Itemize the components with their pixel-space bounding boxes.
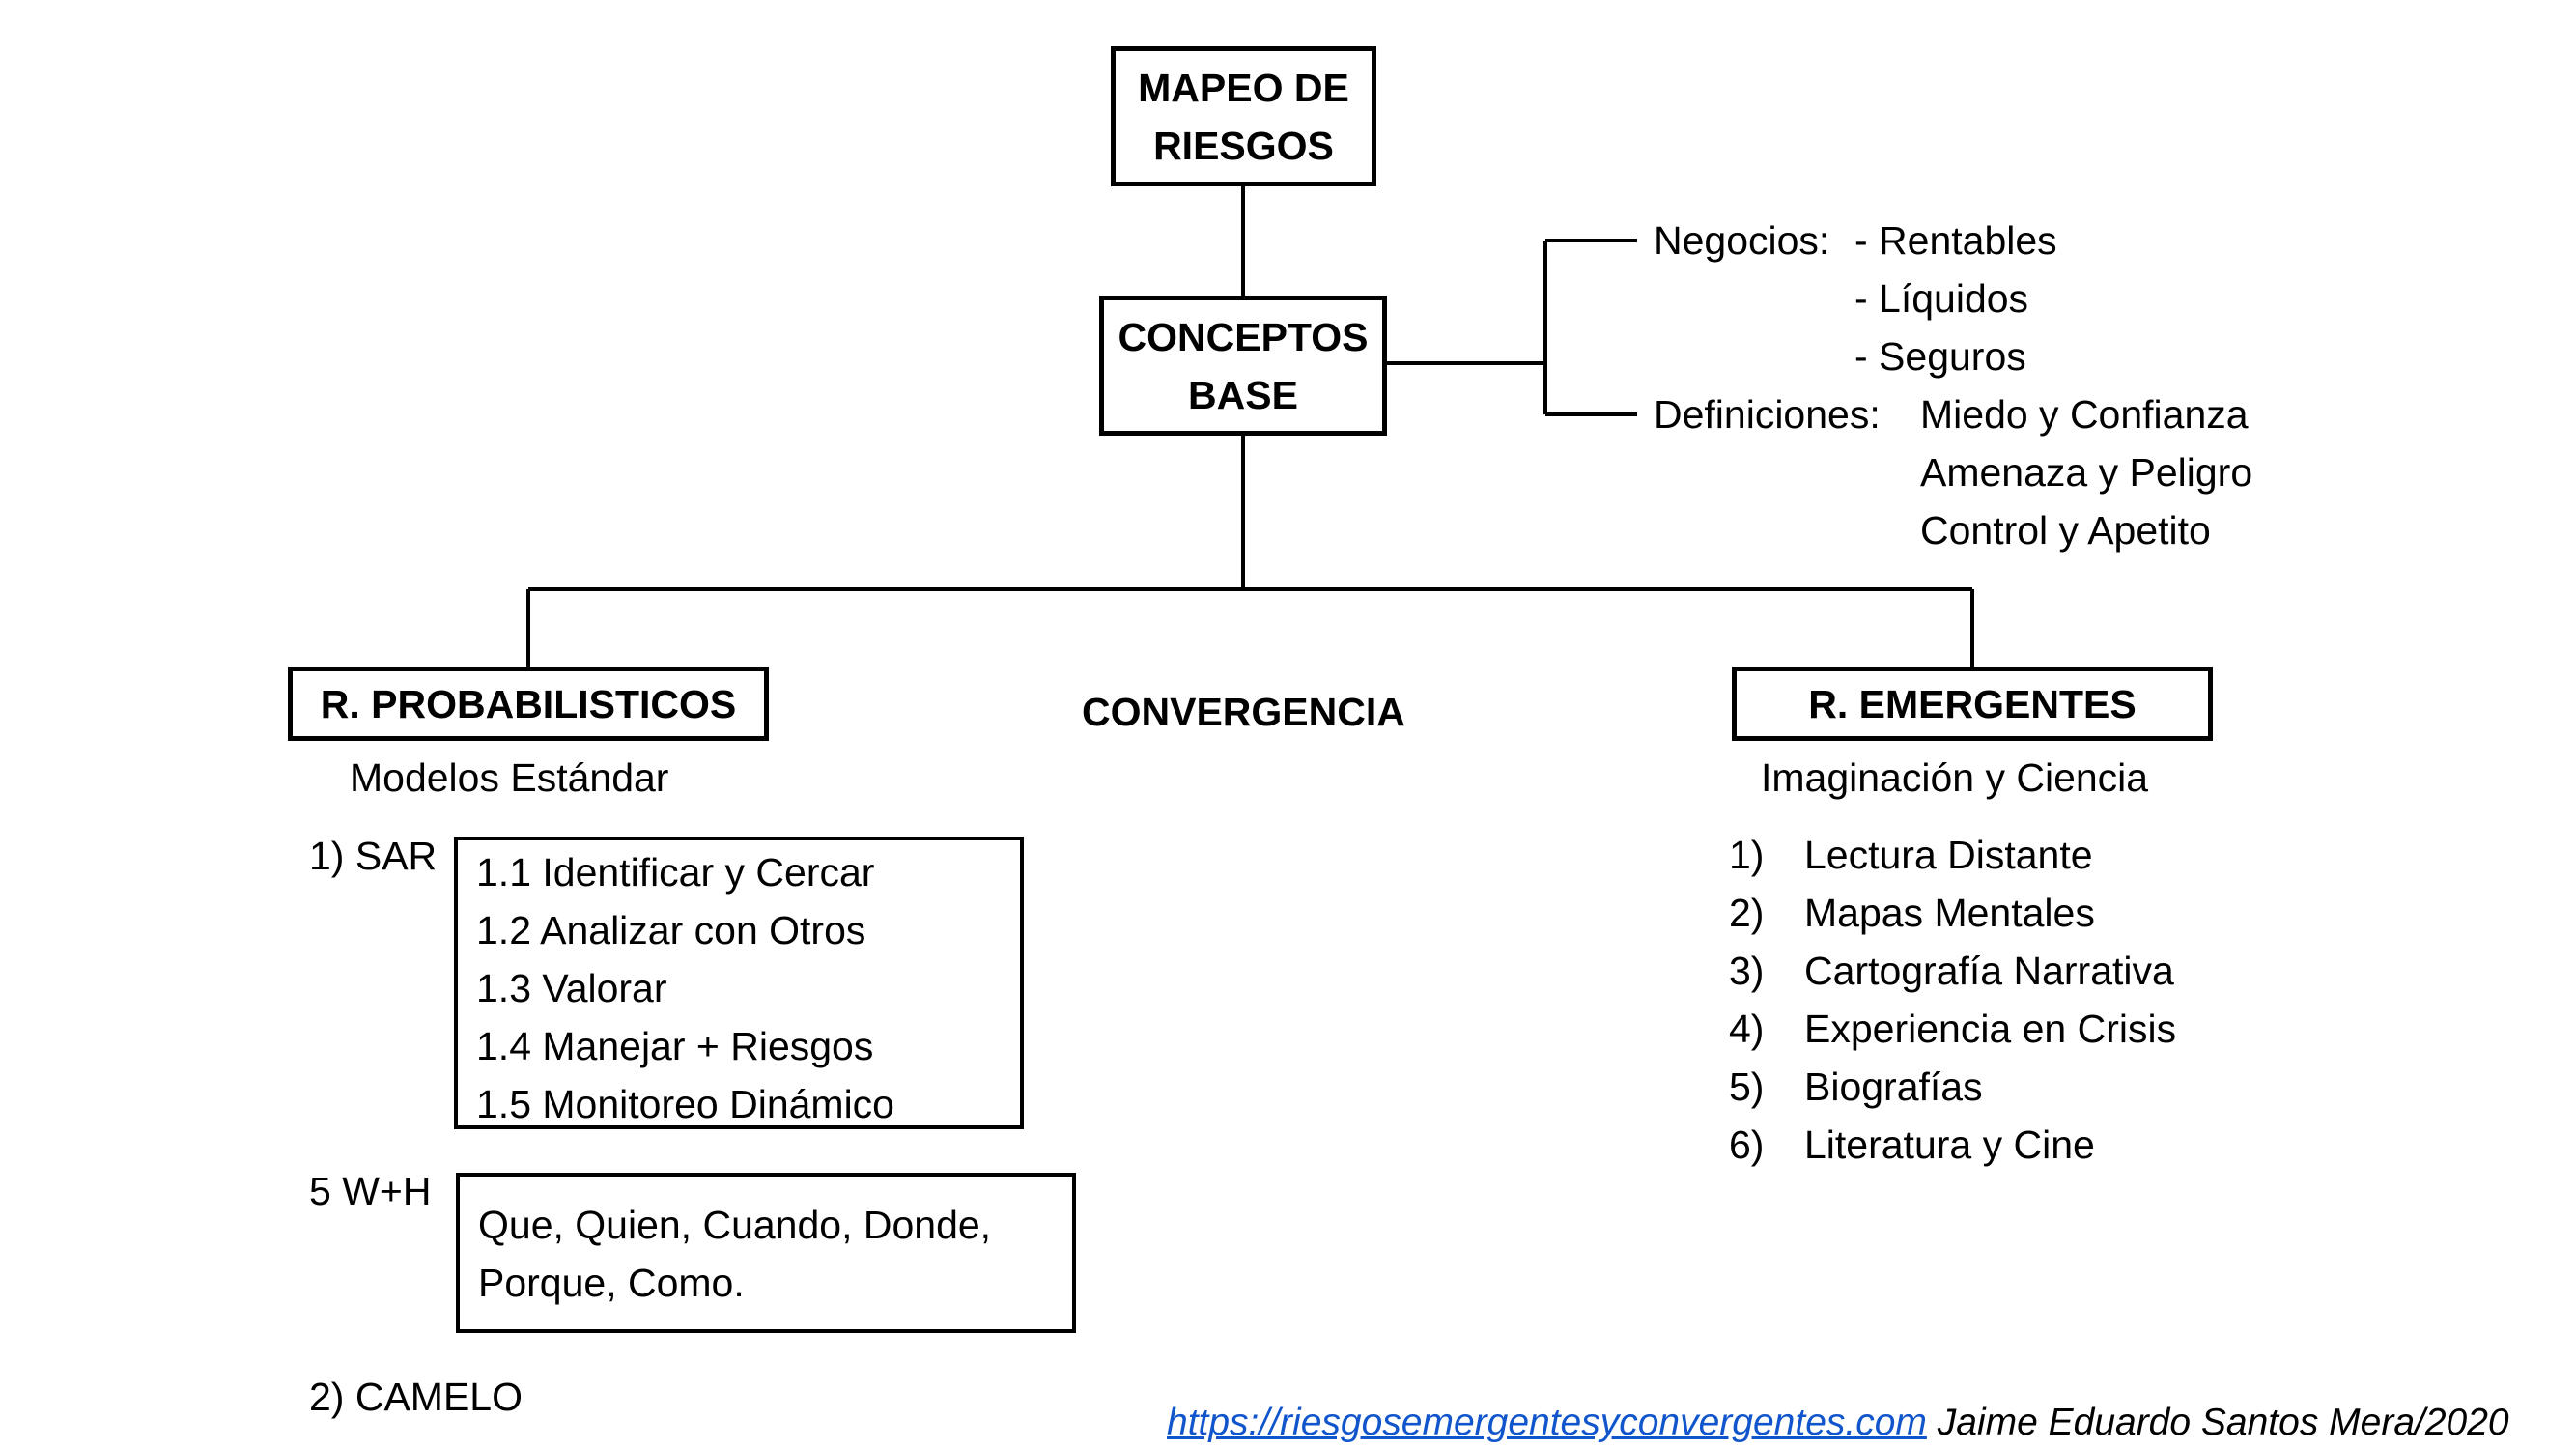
- sar-item-1: 1.1 Identificar y Cercar: [476, 850, 875, 895]
- negocios-item-3: - Seguros: [1854, 334, 2026, 379]
- footer-author: Jaime Eduardo Santos Mera/2020: [1937, 1402, 2509, 1443]
- emerg-item-1-text: Lectura Distante: [1804, 833, 2093, 877]
- emerg-item-6-num: 6): [1729, 1122, 1765, 1167]
- prob-subtitle: Modelos Estándar: [350, 755, 669, 800]
- emerg-list-item: 3) Cartografía Narrativa: [1729, 942, 2176, 1000]
- emerg-item-5-num: 5): [1729, 1065, 1765, 1109]
- emerg-item-3-num: 3): [1729, 949, 1765, 993]
- emerg-list-item: 1) Lectura Distante: [1729, 826, 2176, 884]
- emerg-item-3-text: Cartografía Narrativa: [1804, 949, 2174, 993]
- sar-item-3: 1.3 Valorar: [476, 966, 667, 1010]
- emerg-item-6-text: Literatura y Cine: [1804, 1122, 2095, 1167]
- wh-box: Que, Quien, Cuando, Donde, Porque, Como.: [456, 1173, 1076, 1333]
- base-node: CONCEPTOS BASE: [1099, 296, 1387, 436]
- camelo-label: 2) CAMELO: [309, 1375, 523, 1419]
- base-node-line-2: BASE: [1188, 372, 1298, 417]
- emerg-list-item: 4) Experiencia en Crisis: [1729, 1000, 2176, 1058]
- sar-label: 1) SAR: [309, 834, 438, 878]
- definiciones-label: Definiciones:: [1654, 392, 1881, 437]
- negocios-item-1: - Rentables: [1854, 218, 2057, 263]
- wh-label: 5 W+H: [309, 1169, 432, 1213]
- definiciones-item-3: Control y Apetito: [1920, 508, 2211, 553]
- prob-node: R. PROBABILISTICOS: [288, 667, 769, 741]
- prob-node-label: R. PROBABILISTICOS: [320, 681, 737, 726]
- emerg-item-5-text: Biografías: [1804, 1065, 1983, 1109]
- emerg-list-item: 2) Mapas Mentales: [1729, 884, 2176, 942]
- emerg-node: R. EMERGENTES: [1732, 667, 2213, 741]
- emerg-item-2-text: Mapas Mentales: [1804, 891, 2095, 935]
- emerg-subtitle: Imaginación y Ciencia: [1761, 755, 2149, 800]
- emerg-item-2-num: 2): [1729, 891, 1765, 935]
- sar-item-5: 1.5 Monitoreo Dinámico: [476, 1082, 894, 1126]
- emerg-item-4-text: Experiencia en Crisis: [1804, 1007, 2177, 1051]
- sar-item-2: 1.2 Analizar con Otros: [476, 908, 866, 952]
- definiciones-item-1: Miedo y Confianza: [1920, 392, 2249, 437]
- emerg-item-1-num: 1): [1729, 833, 1765, 877]
- root-node: MAPEO DE RIESGOS: [1111, 46, 1376, 186]
- emerg-item-4-num: 4): [1729, 1007, 1765, 1051]
- negocios-item-2: - Líquidos: [1854, 276, 2029, 321]
- negocios-label: Negocios:: [1654, 218, 1830, 263]
- wh-item-2: Porque, Como.: [478, 1261, 745, 1305]
- root-node-line-1: MAPEO DE: [1138, 65, 1349, 110]
- emerg-list: 1) Lectura Distante 2) Mapas Mentales 3) Ca…: [1729, 826, 2176, 1174]
- emerg-list-item: 5) Biografías: [1729, 1058, 2176, 1116]
- footer: https://riesgosemergentesyconvergentes.c…: [1167, 1398, 2509, 1448]
- sar-item-4: 1.4 Manejar + Riesgos: [476, 1024, 874, 1068]
- base-node-line-1: CONCEPTOS: [1118, 314, 1369, 359]
- wh-item-1: Que, Quien, Cuando, Donde,: [478, 1203, 992, 1247]
- emerg-node-label: R. EMERGENTES: [1808, 681, 2137, 726]
- convergence-label: CONVERGENCIA: [1082, 690, 1405, 734]
- sar-box: 1.1 Identificar y Cercar 1.2 Analizar co…: [454, 837, 1024, 1129]
- definiciones-item-2: Amenaza y Peligro: [1920, 450, 2253, 495]
- footer-url-link[interactable]: https://riesgosemergentesyconvergentes.c…: [1167, 1402, 1927, 1443]
- emerg-list-item: 6) Literatura y Cine: [1729, 1116, 2176, 1174]
- root-node-line-2: RIESGOS: [1153, 123, 1334, 168]
